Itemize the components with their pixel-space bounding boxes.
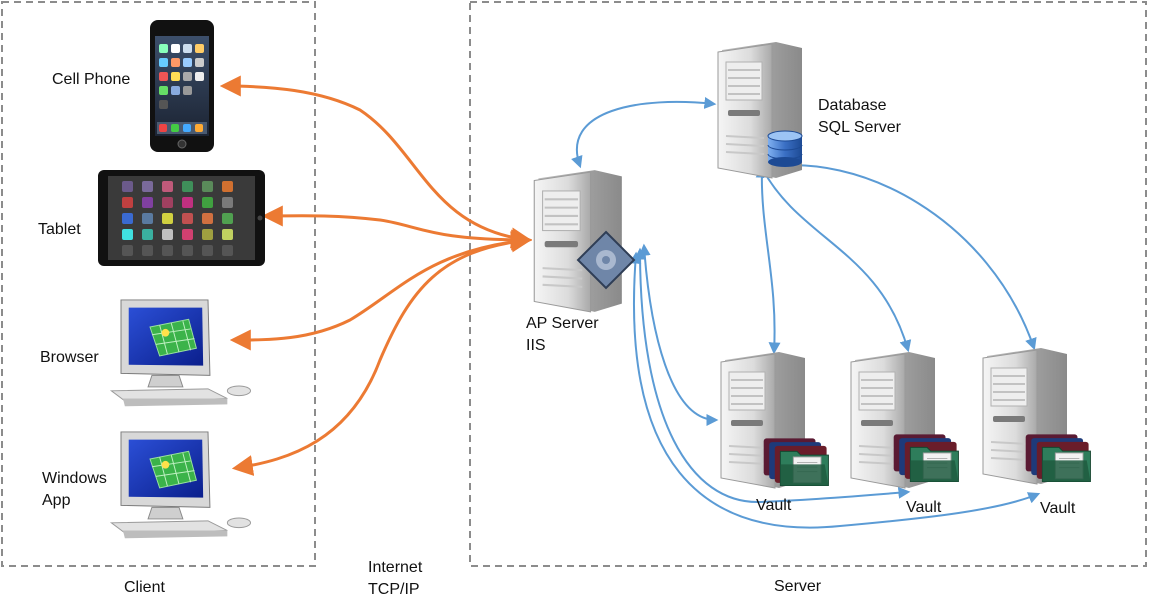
tablet-app-tile xyxy=(202,197,213,208)
ap-vault3-arrow xyxy=(629,251,1041,529)
tablet-icon xyxy=(98,170,265,266)
tablet-app-tile xyxy=(202,229,213,240)
tablet-app-tile xyxy=(122,245,133,256)
windows-app-label-line2: App xyxy=(42,492,71,509)
tablet-label: Tablet xyxy=(38,221,81,238)
vault-label: Vault xyxy=(756,497,792,514)
tablet-app-tile xyxy=(202,181,213,192)
tablet-app-tile xyxy=(142,181,153,192)
network-label-line2: TCP/IP xyxy=(368,581,420,598)
tablet-app-tile xyxy=(162,229,173,240)
client-group-label: Client xyxy=(124,579,165,596)
tablet-app-tile xyxy=(122,229,133,240)
tablet-app-tile xyxy=(122,197,133,208)
tablet-connection-arrow xyxy=(261,205,533,251)
tablet-app-tile xyxy=(142,245,153,256)
server-group-label: Server xyxy=(774,578,822,595)
desktop-monitor-icon xyxy=(110,431,252,539)
tablet-app-tile xyxy=(222,213,233,224)
tablet-app-tile xyxy=(122,181,133,192)
cell-phone-label: Cell Phone xyxy=(52,71,131,88)
ap-db-arrow xyxy=(571,97,717,169)
vault-label: Vault xyxy=(1040,500,1076,517)
vault-label: Vault xyxy=(906,499,942,516)
tablet-app-tile xyxy=(142,229,153,240)
tablet-app-tile xyxy=(222,197,233,208)
ap-server-label-line2: IIS xyxy=(526,337,546,354)
tablet-app-tile xyxy=(182,229,193,240)
network-label-line1: Internet xyxy=(368,559,423,576)
database-label-line1: Database xyxy=(818,97,887,114)
database-label-line2: SQL Server xyxy=(818,119,901,136)
tablet-app-tile xyxy=(222,245,233,256)
tablet-app-tile xyxy=(202,245,213,256)
windows-app-label-line1: Windows xyxy=(42,470,107,487)
desktop-monitor-icon xyxy=(110,299,252,407)
tablet-app-tile xyxy=(162,213,173,224)
tablet-app-tile xyxy=(182,181,193,192)
tablet-app-tile xyxy=(122,213,133,224)
tablet-app-tile xyxy=(162,245,173,256)
db-vault2-arrow xyxy=(760,165,912,353)
folder-stack-icon xyxy=(1025,433,1091,483)
smartphone-icon xyxy=(150,20,214,152)
tablet-app-tile xyxy=(162,181,173,192)
db-vault1-arrow xyxy=(755,165,781,355)
tablet-app-tile xyxy=(182,213,193,224)
tablet-app-tile xyxy=(142,213,153,224)
folder-stack-icon xyxy=(893,433,959,483)
server-connections xyxy=(571,97,1041,529)
tablet-app-tile xyxy=(162,197,173,208)
ap-vault1-arrow xyxy=(638,243,719,426)
browser-label: Browser xyxy=(40,349,99,366)
tablet-app-tile xyxy=(182,197,193,208)
gear-badge-icon xyxy=(576,230,636,290)
tablet-app-tile xyxy=(222,229,233,240)
tablet-app-tile xyxy=(202,213,213,224)
tablet-app-tile xyxy=(222,181,233,192)
windows-app-connection-arrow xyxy=(231,231,533,476)
client-connections xyxy=(219,75,533,476)
database-icon xyxy=(767,130,803,167)
tablet-app-tile xyxy=(182,245,193,256)
browser-connection-arrow xyxy=(229,231,533,351)
tablet-app-tile xyxy=(142,197,153,208)
ap-server-label-line1: AP Server xyxy=(526,315,599,332)
folder-stack-icon xyxy=(763,437,829,487)
